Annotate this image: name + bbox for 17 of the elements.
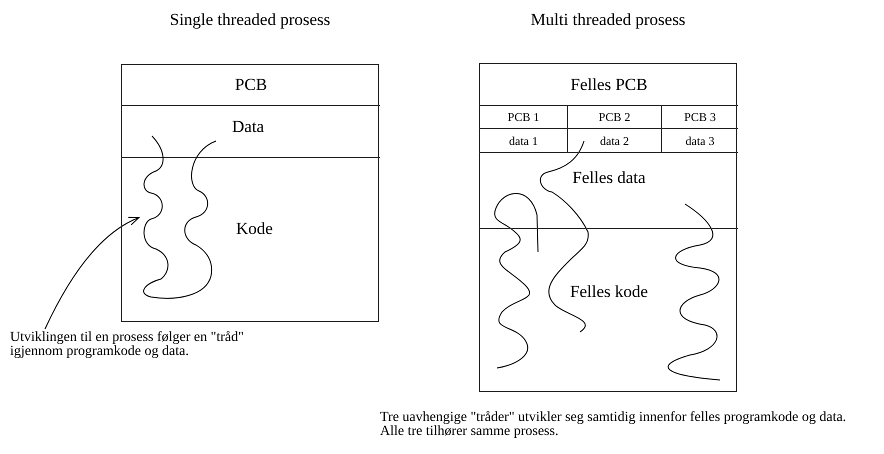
- pcb-cell: PCB 3: [662, 106, 738, 129]
- pcb-cell: PCB 1: [480, 106, 568, 129]
- code-section: Kode: [122, 158, 380, 323]
- pcb-cell: PCB 2: [568, 106, 662, 129]
- data-cell: data 3: [662, 129, 738, 153]
- leader-arrow: [44, 217, 140, 330]
- diagram-heading: Multi threaded prosess: [530, 10, 686, 30]
- pcb-section: PCB: [122, 65, 380, 106]
- shared-data-section: Felles data: [480, 153, 738, 229]
- caption-text: Utviklingen til en prosess følger en "tråd" igjennom programkode og data.: [10, 331, 300, 359]
- caption-text: Tre uavhengige "tråder" utvikler seg samtidig innenfor felles programkode og data. Alle tre tilhører samme prosess.: [380, 411, 848, 439]
- diagram-heading: Single threaded prosess: [168, 10, 332, 30]
- data-section: Data: [122, 106, 380, 158]
- data-cell: data 1: [480, 129, 568, 153]
- pcb-section: Felles PCB: [480, 64, 738, 106]
- data-cell: data 2: [568, 129, 662, 153]
- shared-code-section: Felles kode: [480, 229, 738, 393]
